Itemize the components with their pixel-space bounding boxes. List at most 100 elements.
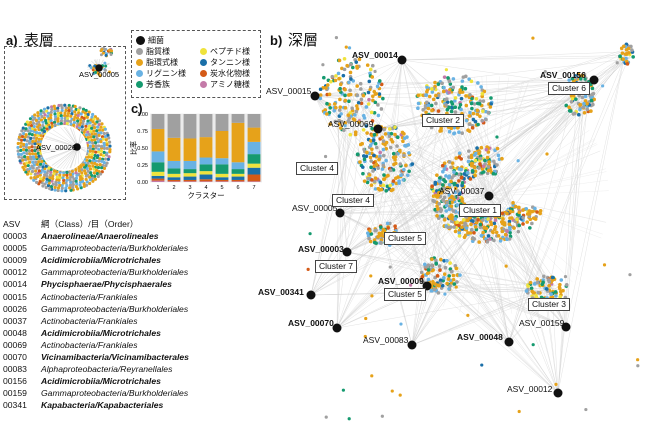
node <box>34 139 38 143</box>
node <box>37 123 42 127</box>
node <box>364 105 369 109</box>
node <box>492 159 496 164</box>
node <box>457 192 462 196</box>
node <box>423 117 427 122</box>
node <box>342 57 347 61</box>
node <box>403 143 407 148</box>
node <box>379 107 384 111</box>
node <box>370 178 374 182</box>
node <box>49 170 53 174</box>
bar-segment <box>183 160 197 170</box>
node <box>382 228 387 233</box>
node <box>582 110 587 115</box>
panel-c-label: c) <box>131 101 143 116</box>
node <box>472 237 476 241</box>
node <box>30 152 35 156</box>
node <box>564 103 569 108</box>
hub-node <box>504 337 514 347</box>
node <box>508 230 512 235</box>
node <box>102 150 106 154</box>
node <box>426 268 431 272</box>
node <box>469 210 474 215</box>
node <box>375 84 380 89</box>
node <box>376 186 381 191</box>
node <box>464 103 469 108</box>
node <box>496 153 501 158</box>
node <box>437 202 442 206</box>
asv-taxonomy: Alphaproteobacteria/Reyranellales <box>41 364 173 375</box>
legend-swatch <box>200 81 207 88</box>
bar-segment <box>199 164 213 172</box>
node <box>492 238 496 243</box>
node <box>429 288 434 293</box>
node <box>468 231 473 235</box>
node <box>529 286 534 291</box>
node <box>23 154 27 159</box>
node <box>530 221 534 226</box>
node <box>82 130 86 134</box>
node <box>53 185 57 189</box>
node <box>440 283 445 288</box>
node <box>65 178 69 182</box>
asv-taxonomy: Acidimicrobiia/Microtrichales <box>41 376 161 387</box>
node <box>35 166 39 171</box>
node <box>625 62 630 66</box>
node <box>528 217 533 222</box>
node <box>108 150 112 154</box>
node <box>65 114 70 118</box>
bar-segment <box>199 179 213 182</box>
node <box>95 155 99 160</box>
node <box>480 119 484 123</box>
node <box>44 118 48 123</box>
node <box>365 180 370 185</box>
node <box>78 183 82 187</box>
node <box>93 161 97 165</box>
node <box>104 164 108 168</box>
node <box>438 209 443 214</box>
node <box>35 180 39 184</box>
node <box>92 135 96 139</box>
node <box>325 83 330 87</box>
node <box>68 119 73 124</box>
node <box>41 165 45 169</box>
legend-item: ペプチド様 <box>200 46 250 57</box>
node <box>20 135 25 139</box>
node <box>486 165 491 169</box>
node <box>516 229 521 234</box>
y-tick-label: 0.75 <box>137 129 148 135</box>
node <box>74 171 78 175</box>
node <box>517 210 522 215</box>
node <box>102 146 106 150</box>
node <box>384 146 389 151</box>
node <box>441 117 446 122</box>
node <box>377 157 381 162</box>
node <box>87 124 92 128</box>
node <box>31 155 36 159</box>
node <box>107 140 112 144</box>
node <box>337 108 342 112</box>
node <box>84 174 88 178</box>
node <box>355 152 360 157</box>
legend-item: 細菌 <box>136 35 164 46</box>
node <box>401 178 405 182</box>
node <box>380 135 385 140</box>
bar-segment <box>199 114 213 138</box>
bar-segment <box>247 167 261 175</box>
node <box>546 278 551 282</box>
node <box>106 157 110 161</box>
asv-taxonomy: Vicinamibacteria/Vicinamibacterales <box>41 352 189 363</box>
node <box>107 136 111 140</box>
node <box>425 113 430 118</box>
node <box>473 173 478 178</box>
node <box>379 187 384 192</box>
asv-taxonomy: Actinobacteria/Frankiales <box>41 291 138 302</box>
bar-segment <box>215 177 229 180</box>
node <box>368 67 373 72</box>
node <box>22 142 26 147</box>
node <box>419 270 424 275</box>
node <box>371 98 375 103</box>
node <box>468 92 472 97</box>
node <box>567 78 571 82</box>
node <box>442 258 446 263</box>
